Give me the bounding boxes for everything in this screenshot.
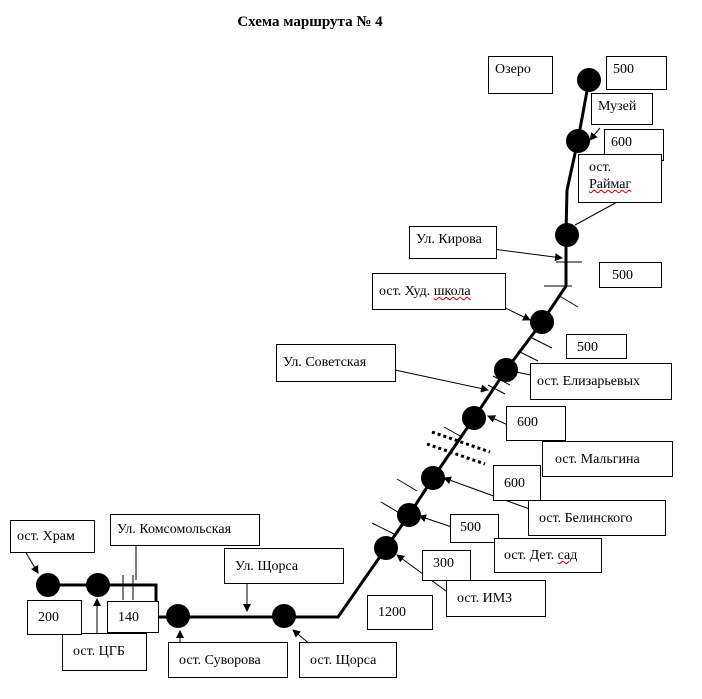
stop-raymag [555,223,579,247]
hud-school-word: школа [433,284,471,299]
label-raymag: ост. Раймаг [578,154,662,203]
distance-long: 1200 [367,595,433,630]
label-shchorsa-stop: ост. Щорса [299,642,397,678]
label-museum: Музей [591,93,653,125]
det-sad-word: сад [557,548,578,563]
distance-kirova: 500 [599,262,662,288]
distance-tsgb: 140 [107,601,159,633]
label-shchorsa-street: Ул. Щорса [224,548,344,584]
label-imz: ост. ИМЗ [446,580,546,617]
malgina-dotted-crossing [426,430,491,466]
label-elizaryevykh: ост. Елизарьевых [530,363,672,400]
stop-malgina [462,406,486,430]
distance-top: 500 [606,56,667,90]
stop-imz [374,536,398,560]
diagram-title: Схема маршрута № 4 [237,14,383,30]
label-komsomolskaya: Ул. Комсомольская [110,514,260,546]
label-kirova: Ул. Кирова [409,226,497,259]
stop-belinskogo [421,466,445,490]
stop-det-sad [397,503,421,527]
det-sad-prefix: ост. Дет. [504,548,558,563]
raymag-name: Раймаг [589,177,632,192]
distance-hram: 200 [27,600,82,635]
label-tsgb: ост. ЦГБ [62,633,147,671]
label-malgina: ост. Мальгина [542,441,673,477]
label-hud-school: ост. Худ. школа [372,273,506,310]
stop-shchorsa [272,604,296,628]
stop-tsgb [86,573,110,597]
distance-imz: 300 [422,550,471,581]
label-sovetskaya: Ул. Советская [276,344,396,382]
stops [36,68,601,628]
distance-malgina-upper: 600 [506,406,566,441]
label-belinskogo: ост. Белинского [528,500,666,536]
stop-elizaryevykh [494,358,518,382]
label-suvorova: ост. Суворова [168,642,288,678]
stop-museum [566,129,590,153]
stop-hud-school [530,310,554,334]
label-det-sad: ост. Дет. сад [494,538,602,573]
label-hram: ост. Храм [10,520,95,553]
distance-malgina-lower: 600 [493,465,541,501]
distance-sovetskaya: 500 [566,334,627,359]
stop-lake [577,68,601,92]
distance-det-sad: 500 [450,514,499,543]
raymag-prefix: ост. [589,160,612,175]
label-lake: Озеро [488,56,553,94]
stop-suvorova [166,604,190,628]
stop-hram [36,573,60,597]
hud-school-prefix: ост. Худ. [379,284,434,299]
